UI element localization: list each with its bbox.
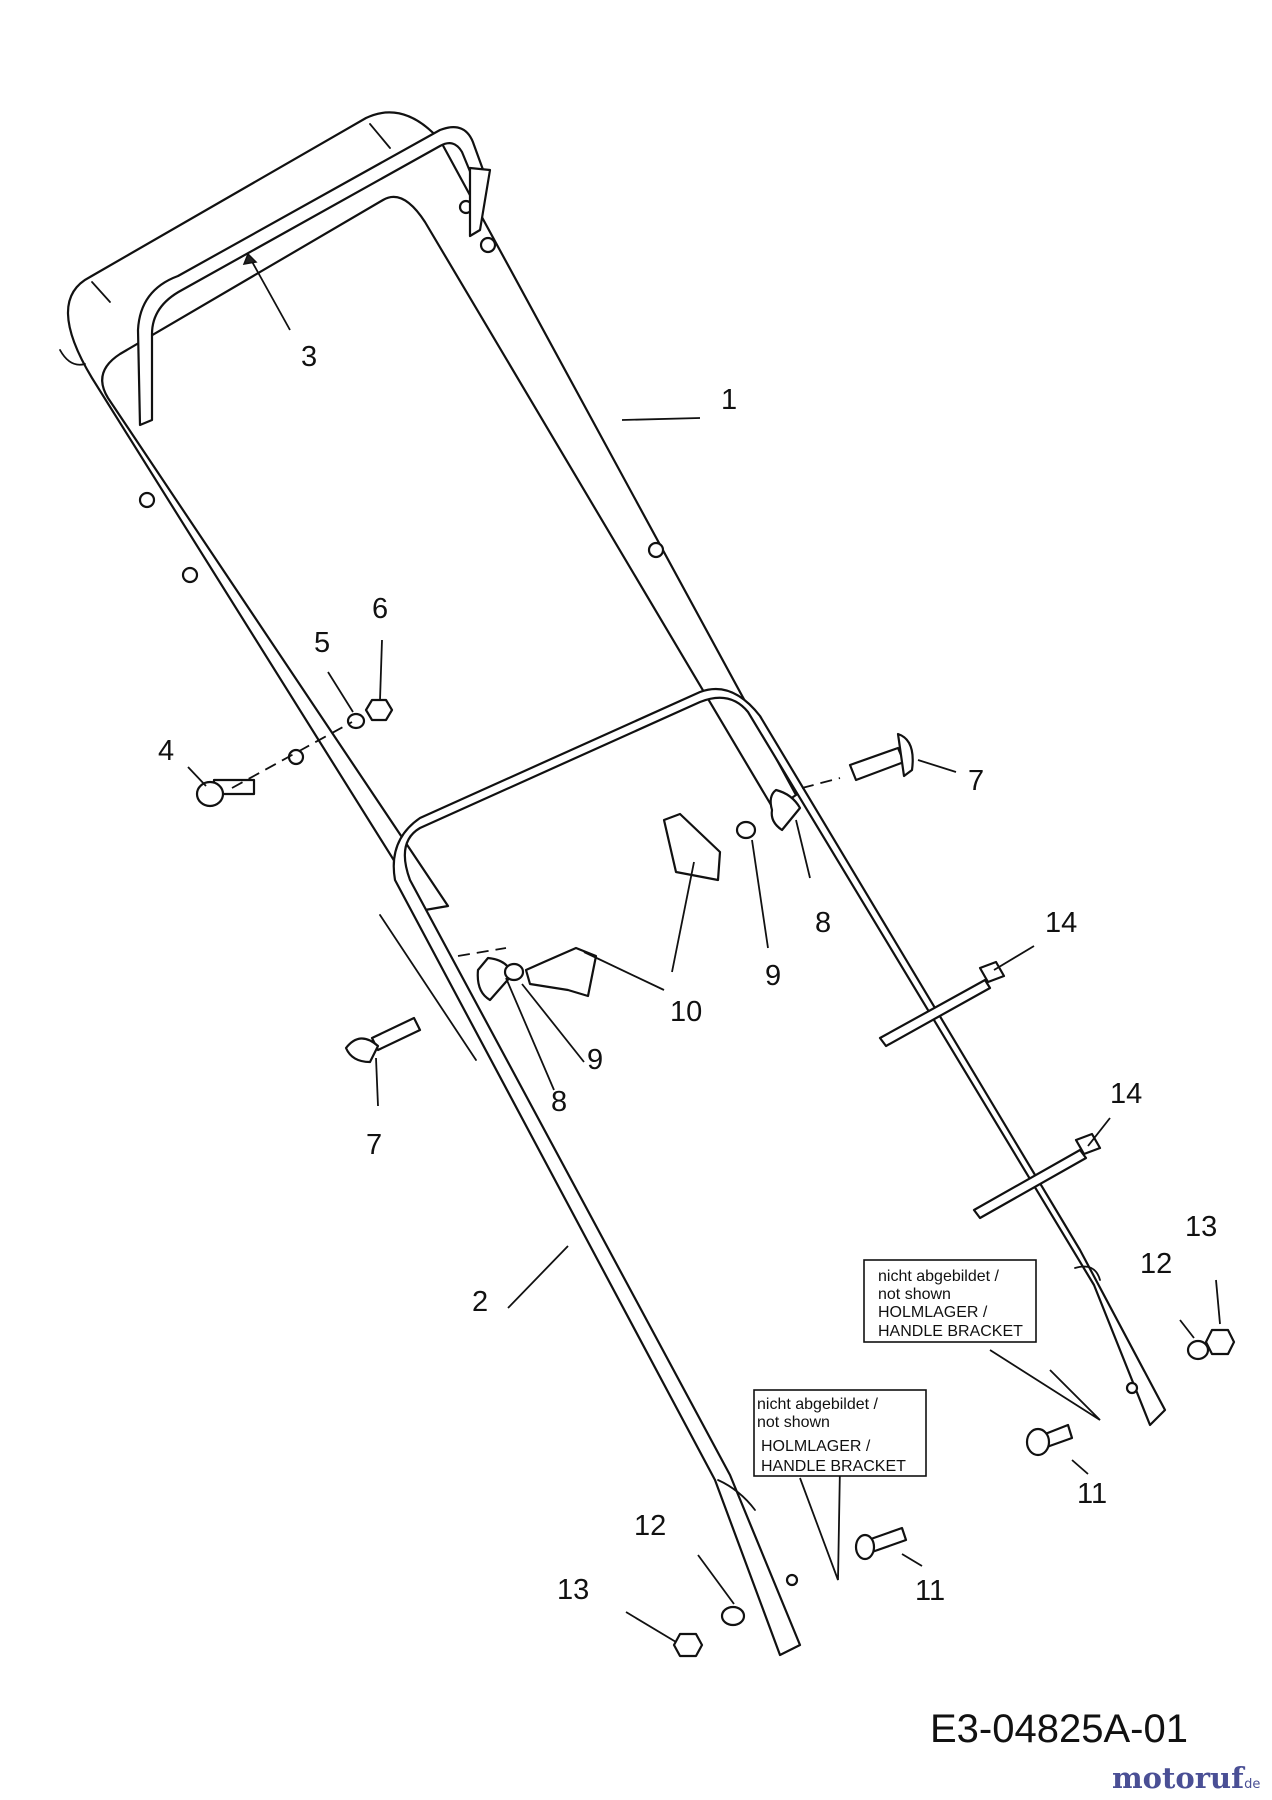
lower-handle	[379, 687, 1167, 1657]
callout-3: 3	[301, 341, 317, 373]
callout-13-right: 13	[1185, 1211, 1217, 1243]
callout-11-right: 11	[1077, 1478, 1107, 1510]
callout-8-left: 8	[551, 1086, 567, 1118]
callout-12-lower: 12	[634, 1510, 666, 1542]
note-right-line1: nicht abgebildet /	[878, 1268, 1000, 1285]
callout-7-right: 7	[968, 765, 984, 797]
note-lower-line4: HANDLE BRACKET	[761, 1458, 906, 1475]
callout-2: 2	[472, 1286, 488, 1318]
callout-4: 4	[158, 735, 174, 767]
note-right-line4: HANDLE BRACKET	[878, 1323, 1023, 1340]
callout-11-lower: 11	[915, 1575, 945, 1607]
callout-9-right: 9	[765, 960, 781, 992]
note-right-line2: not shown	[878, 1286, 951, 1303]
upper-handle	[59, 111, 798, 912]
callout-6: 6	[372, 593, 388, 625]
callout-labels: 1 2 3 4 5 6 7 7 8 8 9 9 10 11 11 12 12 1…	[158, 341, 1217, 1607]
callout-1: 1	[721, 384, 737, 416]
note-box-lower: nicht abgebildet / not shown HOLMLAGER /…	[753, 1389, 927, 1477]
callout-5: 5	[314, 627, 330, 659]
hardware	[195, 698, 1236, 1658]
callout-8-right: 8	[815, 907, 831, 939]
control-bail	[136, 126, 492, 427]
callout-14-lower: 14	[1110, 1078, 1142, 1110]
callout-14-upper: 14	[1045, 907, 1077, 939]
callout-9-left: 9	[587, 1044, 603, 1076]
leader-lines	[187, 252, 1221, 1643]
callout-12-right: 12	[1140, 1248, 1172, 1280]
note-lower-line1: nicht abgebildet /	[757, 1396, 879, 1413]
diagram-reference-code: E3-04825A-01	[930, 1707, 1188, 1751]
note-lower-line3: HOLMLAGER /	[761, 1438, 871, 1455]
callout-7-left: 7	[366, 1129, 382, 1161]
watermark-brand: motoruf	[1112, 1761, 1246, 1795]
callout-10: 10	[670, 996, 702, 1028]
note-lower-line2: not shown	[757, 1414, 830, 1431]
watermark-suffix: .de	[1240, 1777, 1260, 1792]
callout-13-lower: 13	[557, 1574, 589, 1606]
motoruf-watermark: motoruf .de	[1112, 1761, 1260, 1795]
note-box-right: nicht abgebildet / not shown HOLMLAGER /…	[863, 1259, 1037, 1343]
note-right-line3: HOLMLAGER /	[878, 1304, 988, 1321]
